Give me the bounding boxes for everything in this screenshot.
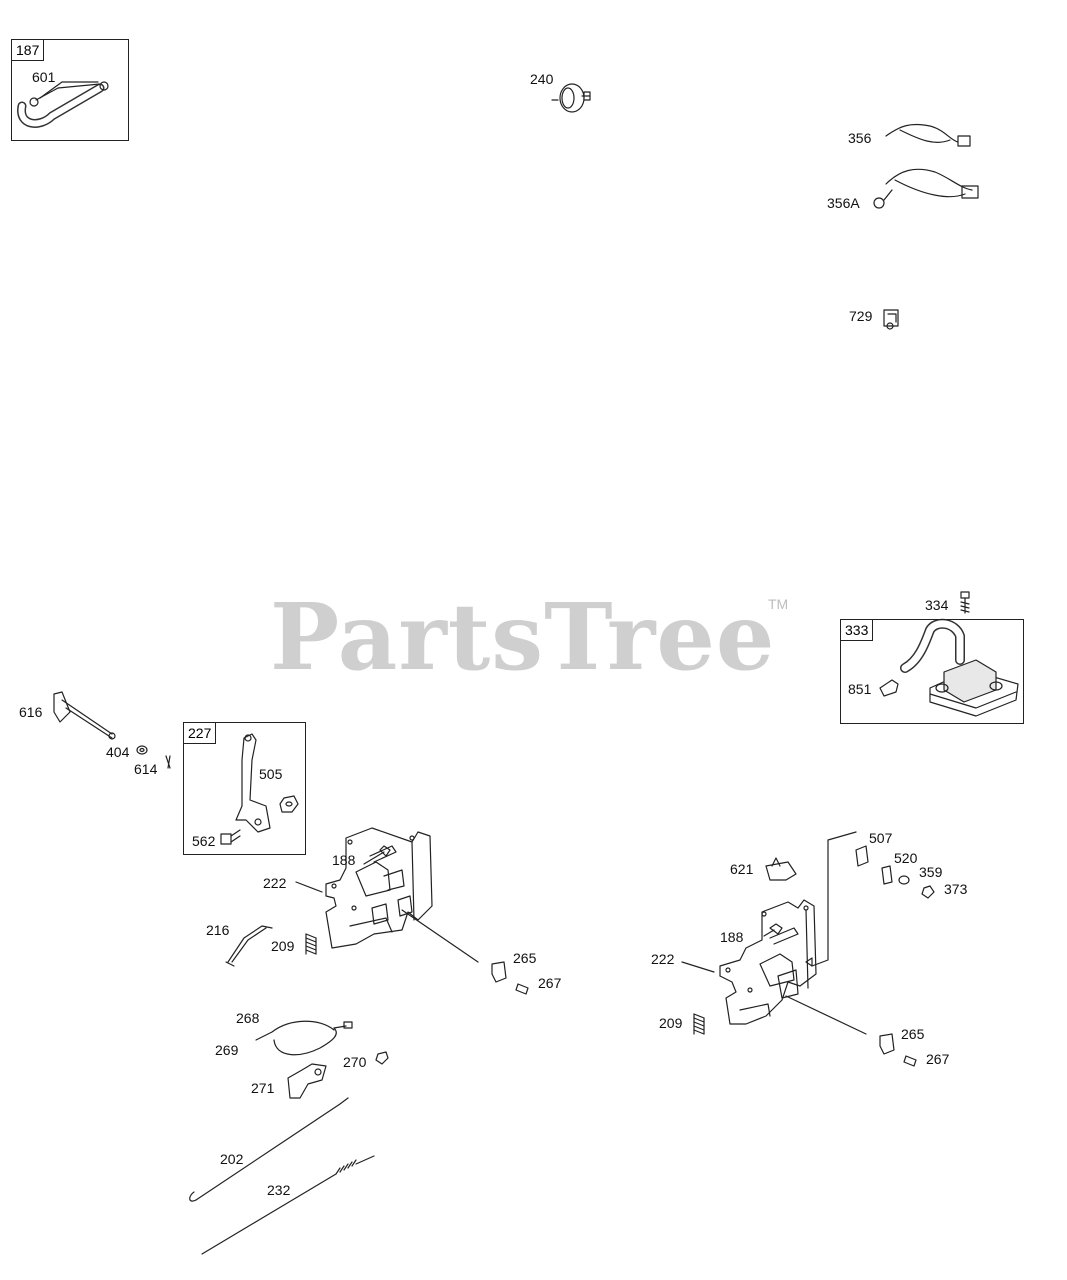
part-clip-265-right bbox=[879, 1033, 895, 1055]
part-label-507: 507 bbox=[869, 830, 893, 846]
callout-box-227: 227 bbox=[183, 722, 306, 855]
watermark-logo: PartsTree bbox=[270, 583, 776, 691]
box-number-227: 227 bbox=[184, 723, 217, 744]
leader-188-right bbox=[763, 929, 775, 937]
part-label-267-left: 267 bbox=[538, 975, 562, 991]
leader-507 bbox=[811, 831, 857, 967]
part-label-222-left: 222 bbox=[263, 875, 287, 891]
part-label-520: 520 bbox=[894, 850, 918, 866]
part-screw-267-right bbox=[903, 1055, 917, 1067]
part-label-265-right: 265 bbox=[901, 1026, 925, 1042]
part-screw-334 bbox=[960, 591, 970, 614]
part-label-188-right: 188 bbox=[720, 929, 744, 945]
part-clip-621 bbox=[765, 857, 797, 881]
leader-222-left bbox=[295, 881, 323, 893]
part-rod-202 bbox=[189, 1097, 349, 1202]
leader-188-left bbox=[363, 851, 385, 865]
part-bracket-520 bbox=[881, 865, 893, 885]
part-spring-rod-232 bbox=[201, 1155, 375, 1255]
part-cable-268 bbox=[255, 1020, 353, 1056]
part-label-616: 616 bbox=[19, 704, 43, 720]
part-link-216 bbox=[225, 925, 273, 967]
part-label-505: 505 bbox=[259, 766, 283, 782]
part-label-614: 614 bbox=[134, 761, 158, 777]
part-bracket-222-right bbox=[719, 899, 817, 1025]
part-nut-270 bbox=[375, 1051, 389, 1065]
part-label-621: 621 bbox=[730, 861, 754, 877]
part-label-216: 216 bbox=[206, 922, 230, 938]
part-label-222-right: 222 bbox=[651, 951, 675, 967]
box-number-187: 187 bbox=[12, 40, 45, 61]
part-label-265-left: 265 bbox=[513, 950, 537, 966]
part-bolt-562 bbox=[220, 829, 241, 845]
part-bracket-222-left bbox=[325, 827, 433, 949]
part-label-356: 356 bbox=[848, 130, 872, 146]
part-label-209-right: 209 bbox=[659, 1015, 683, 1031]
part-label-268: 268 bbox=[236, 1010, 260, 1026]
callout-box-333: 333 bbox=[840, 619, 1024, 724]
part-shaft-616 bbox=[53, 691, 116, 740]
part-lever-271 bbox=[287, 1063, 327, 1099]
part-spring-209-right bbox=[693, 1013, 705, 1035]
leader-601 bbox=[39, 81, 99, 99]
part-label-601: 601 bbox=[32, 69, 56, 85]
part-pin-614 bbox=[165, 755, 171, 769]
part-label-232: 232 bbox=[267, 1182, 291, 1198]
part-lever-227 bbox=[235, 733, 271, 833]
part-clip-265-left bbox=[491, 961, 507, 983]
part-label-334: 334 bbox=[925, 597, 949, 613]
part-screw-267-left bbox=[515, 983, 529, 995]
part-spring-209-left bbox=[305, 933, 317, 955]
leader-222-right bbox=[681, 961, 715, 973]
leader-265-left bbox=[401, 909, 479, 963]
part-label-209-left: 209 bbox=[271, 938, 295, 954]
part-label-404: 404 bbox=[106, 744, 130, 760]
part-connector-729 bbox=[883, 309, 899, 330]
part-label-562: 562 bbox=[192, 833, 216, 849]
part-screw-188-right bbox=[769, 923, 783, 935]
leader-265-right bbox=[785, 995, 867, 1035]
part-label-270: 270 bbox=[343, 1054, 367, 1070]
part-screw-188-left bbox=[379, 845, 391, 857]
part-label-188-left: 188 bbox=[332, 852, 356, 868]
part-label-202: 202 bbox=[220, 1151, 244, 1167]
part-label-267-right: 267 bbox=[926, 1051, 950, 1067]
part-lever-507 bbox=[855, 845, 869, 867]
part-label-269: 269 bbox=[215, 1042, 239, 1058]
part-label-373: 373 bbox=[944, 881, 968, 897]
part-label-356a: 356A bbox=[827, 195, 860, 211]
part-wire-356a bbox=[873, 168, 979, 209]
watermark-trademark: TM bbox=[768, 596, 789, 612]
box-number-333: 333 bbox=[841, 620, 874, 641]
part-nut-373 bbox=[921, 885, 935, 899]
part-washer-404 bbox=[136, 745, 148, 755]
part-washer-359 bbox=[898, 875, 910, 885]
part-label-359: 359 bbox=[919, 864, 943, 880]
part-fuel-filter-240 bbox=[551, 83, 591, 113]
callout-box-187: 187 bbox=[11, 39, 129, 141]
part-ignition-coil-333 bbox=[879, 618, 1019, 717]
part-label-729: 729 bbox=[849, 308, 873, 324]
part-label-851: 851 bbox=[848, 681, 872, 697]
part-label-271: 271 bbox=[251, 1080, 275, 1096]
part-nut-505 bbox=[279, 795, 299, 813]
part-label-240: 240 bbox=[530, 71, 554, 87]
part-ground-wire-356 bbox=[885, 123, 971, 147]
